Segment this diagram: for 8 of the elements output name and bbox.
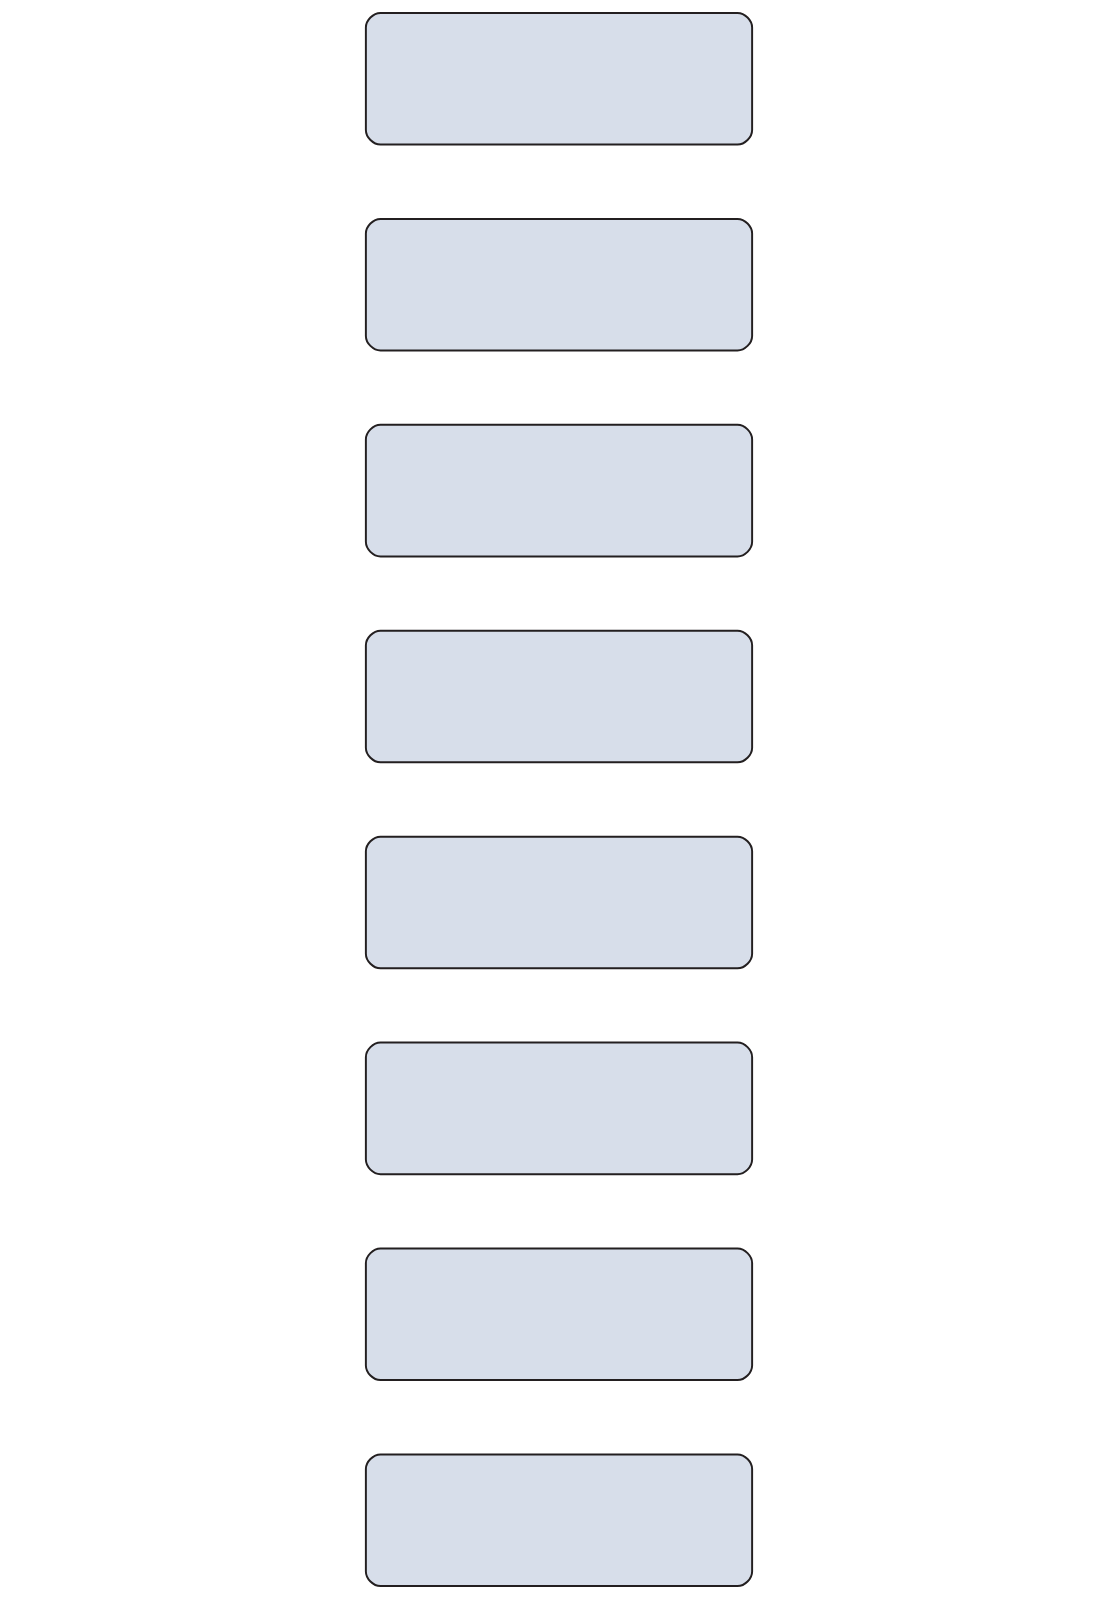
node-box [364,217,754,352]
node-box [364,629,754,764]
node-box [364,423,754,558]
node-box [364,12,754,146]
node-box [364,1453,754,1587]
node-box [364,1247,754,1382]
node-box [364,835,754,970]
node-box [364,1041,754,1176]
